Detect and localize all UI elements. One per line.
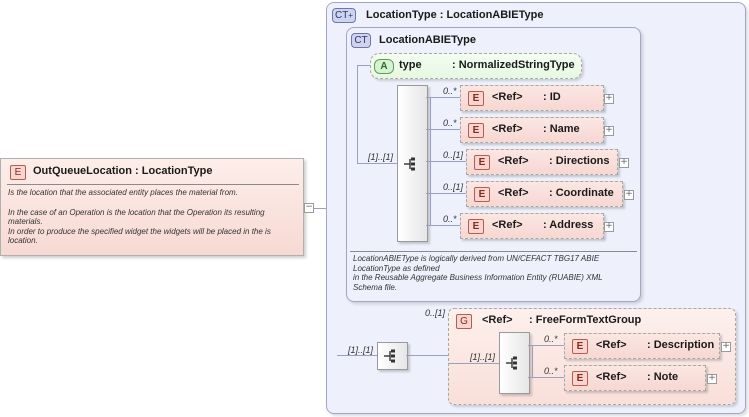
element-ref: <Ref> [492, 123, 523, 135]
ext-seq-line [337, 355, 377, 356]
expand-address-toggle[interactable]: + [604, 221, 614, 232]
sequence-icon [384, 349, 395, 363]
note-cardinality: 0..* [544, 366, 558, 376]
attribute-name: type [399, 59, 422, 71]
base-documentation: LocationABIEType is logically derived fr… [353, 254, 639, 292]
element-badge-icon: E [572, 339, 588, 354]
element-name: : Description [647, 339, 715, 351]
base-type-badge-icon: CT [351, 33, 371, 48]
expand-name-toggle[interactable]: + [604, 125, 614, 136]
element-id[interactable]: E <Ref> : ID [460, 85, 604, 111]
element-badge-icon: E [468, 219, 484, 234]
name-cardinality: 0..* [443, 118, 457, 128]
base-to-seq-line [357, 163, 397, 164]
base-type-title: LocationABIEType [379, 34, 476, 46]
directions-connector [426, 161, 466, 162]
complex-type-title: LocationType : LocationABIEType [366, 9, 544, 21]
sequence-icon [506, 356, 517, 370]
group-seq-line [449, 363, 499, 364]
root-element-title: OutQueueLocation : LocationType [33, 165, 213, 177]
group-name: : FreeFormTextGroup [529, 314, 642, 326]
element-address[interactable]: E <Ref> : Address [460, 213, 604, 239]
coordinate-connector [426, 193, 466, 194]
element-badge-icon: E [572, 371, 588, 386]
element-name: : Address [543, 219, 594, 231]
element-name: : Note [647, 371, 679, 383]
group-sequence-cardinality: [1]..[1] [470, 352, 496, 362]
element-ref: <Ref> [596, 339, 627, 351]
group-seq-branch [532, 345, 533, 378]
element-directions[interactable]: E <Ref> : Directions [466, 149, 618, 175]
element-badge-icon: E [10, 165, 26, 180]
address-connector [426, 225, 460, 226]
expand-note-toggle[interactable]: + [707, 373, 717, 384]
element-badge-icon: E [468, 123, 484, 138]
element-badge-icon: E [468, 91, 484, 106]
group-ref: <Ref> [482, 314, 513, 326]
base-doc-divider [350, 251, 637, 252]
root-element-box[interactable]: E OutQueueLocation : LocationType Is the… [0, 158, 304, 256]
root-doc-line: In the case of an Operation is the locat… [8, 207, 265, 227]
group-sequence-compositor[interactable] [499, 332, 530, 394]
base-sequence-cardinality: [1]..[1] [368, 152, 394, 162]
description-connector [528, 345, 564, 346]
root-documentation: Is the location that the associated enti… [8, 188, 301, 246]
expand-description-toggle[interactable]: + [721, 341, 731, 352]
element-ref: <Ref> [498, 155, 529, 167]
directions-cardinality: 0..[1] [443, 150, 464, 160]
element-name: : ID [543, 91, 561, 103]
group-badge-icon: G [456, 314, 472, 329]
element-name: : Name [543, 123, 580, 135]
group-cardinality: 0..[1] [425, 308, 446, 318]
attribute-type[interactable]: A type : NormalizedStringType [370, 53, 582, 79]
element-ref: <Ref> [492, 219, 523, 231]
element-name: : Directions [549, 155, 610, 167]
element-coordinate[interactable]: E <Ref> : Coordinate [466, 181, 623, 207]
ext-to-group-line [406, 355, 448, 356]
sequence-icon [404, 157, 415, 171]
root-doc-line: Is the location that the associated enti… [8, 188, 238, 197]
expand-directions-toggle[interactable]: + [619, 157, 629, 168]
base-doc-line: LocationABIEType is logically derived fr… [353, 254, 600, 263]
attribute-badge-icon: A [374, 59, 394, 74]
base-doc-line: Schema file. [353, 282, 398, 292]
attribute-type-name: : NormalizedStringType [452, 59, 575, 71]
root-divider [7, 184, 299, 185]
coordinate-cardinality: 0..[1] [443, 182, 464, 192]
complex-type-badge-icon: CT+ [332, 8, 356, 23]
expand-id-toggle[interactable]: + [604, 93, 614, 104]
base-sequence-compositor[interactable] [397, 85, 428, 242]
element-name-box[interactable]: E <Ref> : Name [460, 117, 604, 143]
root-collapse-toggle[interactable]: − [304, 202, 314, 213]
name-connector [426, 129, 460, 130]
base-doc-line: in the Reusable Aggregate Business Infor… [353, 273, 603, 282]
element-description[interactable]: E <Ref> : Description [564, 333, 720, 359]
note-connector [528, 377, 564, 378]
ext-sequence-cardinality: [1]..[1] [348, 345, 374, 355]
attr-connector-h [357, 65, 370, 66]
element-badge-icon: E [474, 155, 490, 170]
element-note[interactable]: E <Ref> : Note [564, 365, 706, 391]
element-ref: <Ref> [492, 91, 523, 103]
id-cardinality: 0..* [443, 86, 457, 96]
ext-sequence-compositor[interactable] [377, 342, 408, 370]
element-name: : Coordinate [549, 187, 614, 199]
root-doc-line: In order to produce the specified widget… [8, 226, 271, 246]
expand-coordinate-toggle[interactable]: + [624, 189, 634, 200]
element-badge-icon: E [474, 187, 490, 202]
description-cardinality: 0..* [544, 334, 558, 344]
element-ref: <Ref> [498, 187, 529, 199]
id-connector [426, 97, 460, 98]
base-doc-line: LocationType as defined [353, 263, 440, 273]
address-cardinality: 0..* [443, 214, 457, 224]
element-ref: <Ref> [596, 371, 627, 383]
attr-connector-v [357, 65, 358, 163]
